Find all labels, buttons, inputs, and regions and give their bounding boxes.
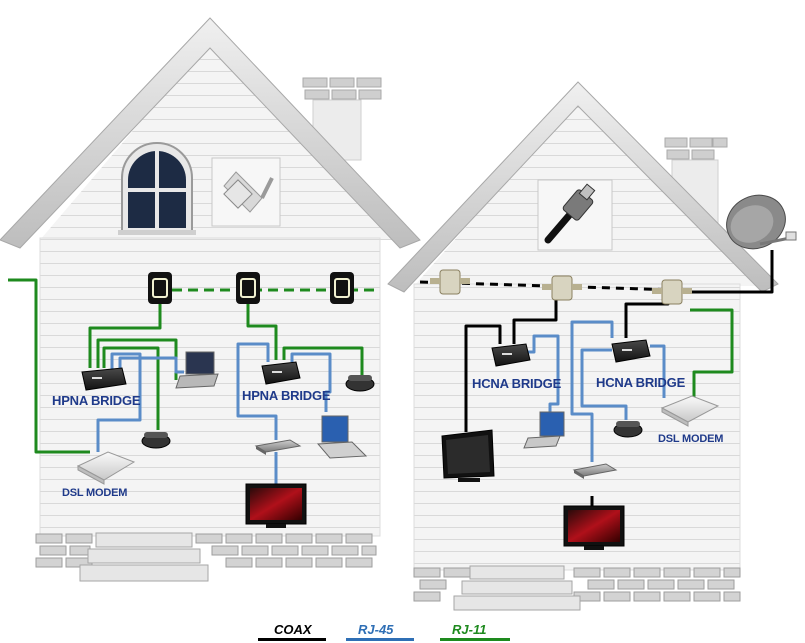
left-cables [8,278,380,484]
legend-rj11-line [440,638,510,641]
hpna-bridge-label: HPNA BRIDGE [242,388,331,403]
phone-icon [613,421,643,438]
tv-icon [441,429,495,482]
hcna-bridge-label: HCNA BRIDGE [596,375,686,390]
left-steps [79,532,209,582]
left-foundation [35,533,377,568]
coax-splitter-icon [652,279,692,305]
left-house [0,17,421,582]
phone-icon [345,375,375,392]
right-house [387,81,797,611]
right-devices [430,269,720,550]
dsl-modem-icon [76,451,136,485]
tv-icon [245,483,307,528]
bridge-device-icon [611,339,651,363]
laptop-icon [316,415,368,459]
wall-jack-icon [236,272,260,304]
right-cables [419,250,774,506]
satellite-dish-icon [726,194,797,250]
laptop-icon [175,351,219,389]
legend-coax-line [258,638,326,641]
network-switch-icon [254,439,302,455]
dsl-modem-label: DSL MODEM [658,433,724,445]
coax-splitter-icon [542,275,582,301]
dsl-modem-icon [660,395,720,427]
rj11-cable [8,278,90,454]
bridge-device-icon [81,367,127,391]
phone-icon [141,432,171,449]
hpna-bridge-label: HPNA BRIDGE [52,393,141,408]
laptop-icon [523,411,565,449]
network-switch-icon [572,463,618,479]
dsl-modem-label: DSL MODEM [62,487,128,499]
wall-jack-icon [148,272,172,304]
arched-window [118,142,196,235]
legend-rj45-label: RJ-45 [358,622,394,637]
wall-jack-icon [330,272,354,304]
rj11-plug-icon [211,157,281,227]
right-foundation [413,567,741,602]
coax-splitter-icon [430,269,470,295]
bridge-device-icon [261,361,301,385]
left-roof [0,17,421,249]
right-roof [387,81,779,293]
coax-connector-icon [537,179,613,251]
coax-satellite-line [688,250,774,294]
right-steps [453,565,581,611]
left-devices [76,272,375,528]
legend-rj45-line [346,638,414,641]
bridge-device-icon [491,343,531,367]
legend-coax-label: COAX [274,622,312,637]
legend-rj11-label: RJ-11 [452,622,487,637]
hcna-bridge-label: HCNA BRIDGE [472,376,562,391]
tv-icon [563,505,625,550]
